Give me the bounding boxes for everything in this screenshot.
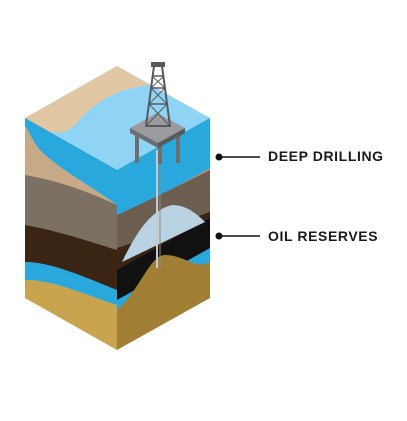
oil-rig-icon (130, 62, 185, 164)
deep-drilling-label: DEEP DRILLING (268, 148, 384, 164)
oil-reserves-label: OIL RESERVES (268, 228, 379, 244)
callout-oil (215, 232, 260, 240)
top-face (25, 66, 210, 174)
drill-pipe (156, 150, 161, 268)
callout-drilling (215, 153, 260, 161)
